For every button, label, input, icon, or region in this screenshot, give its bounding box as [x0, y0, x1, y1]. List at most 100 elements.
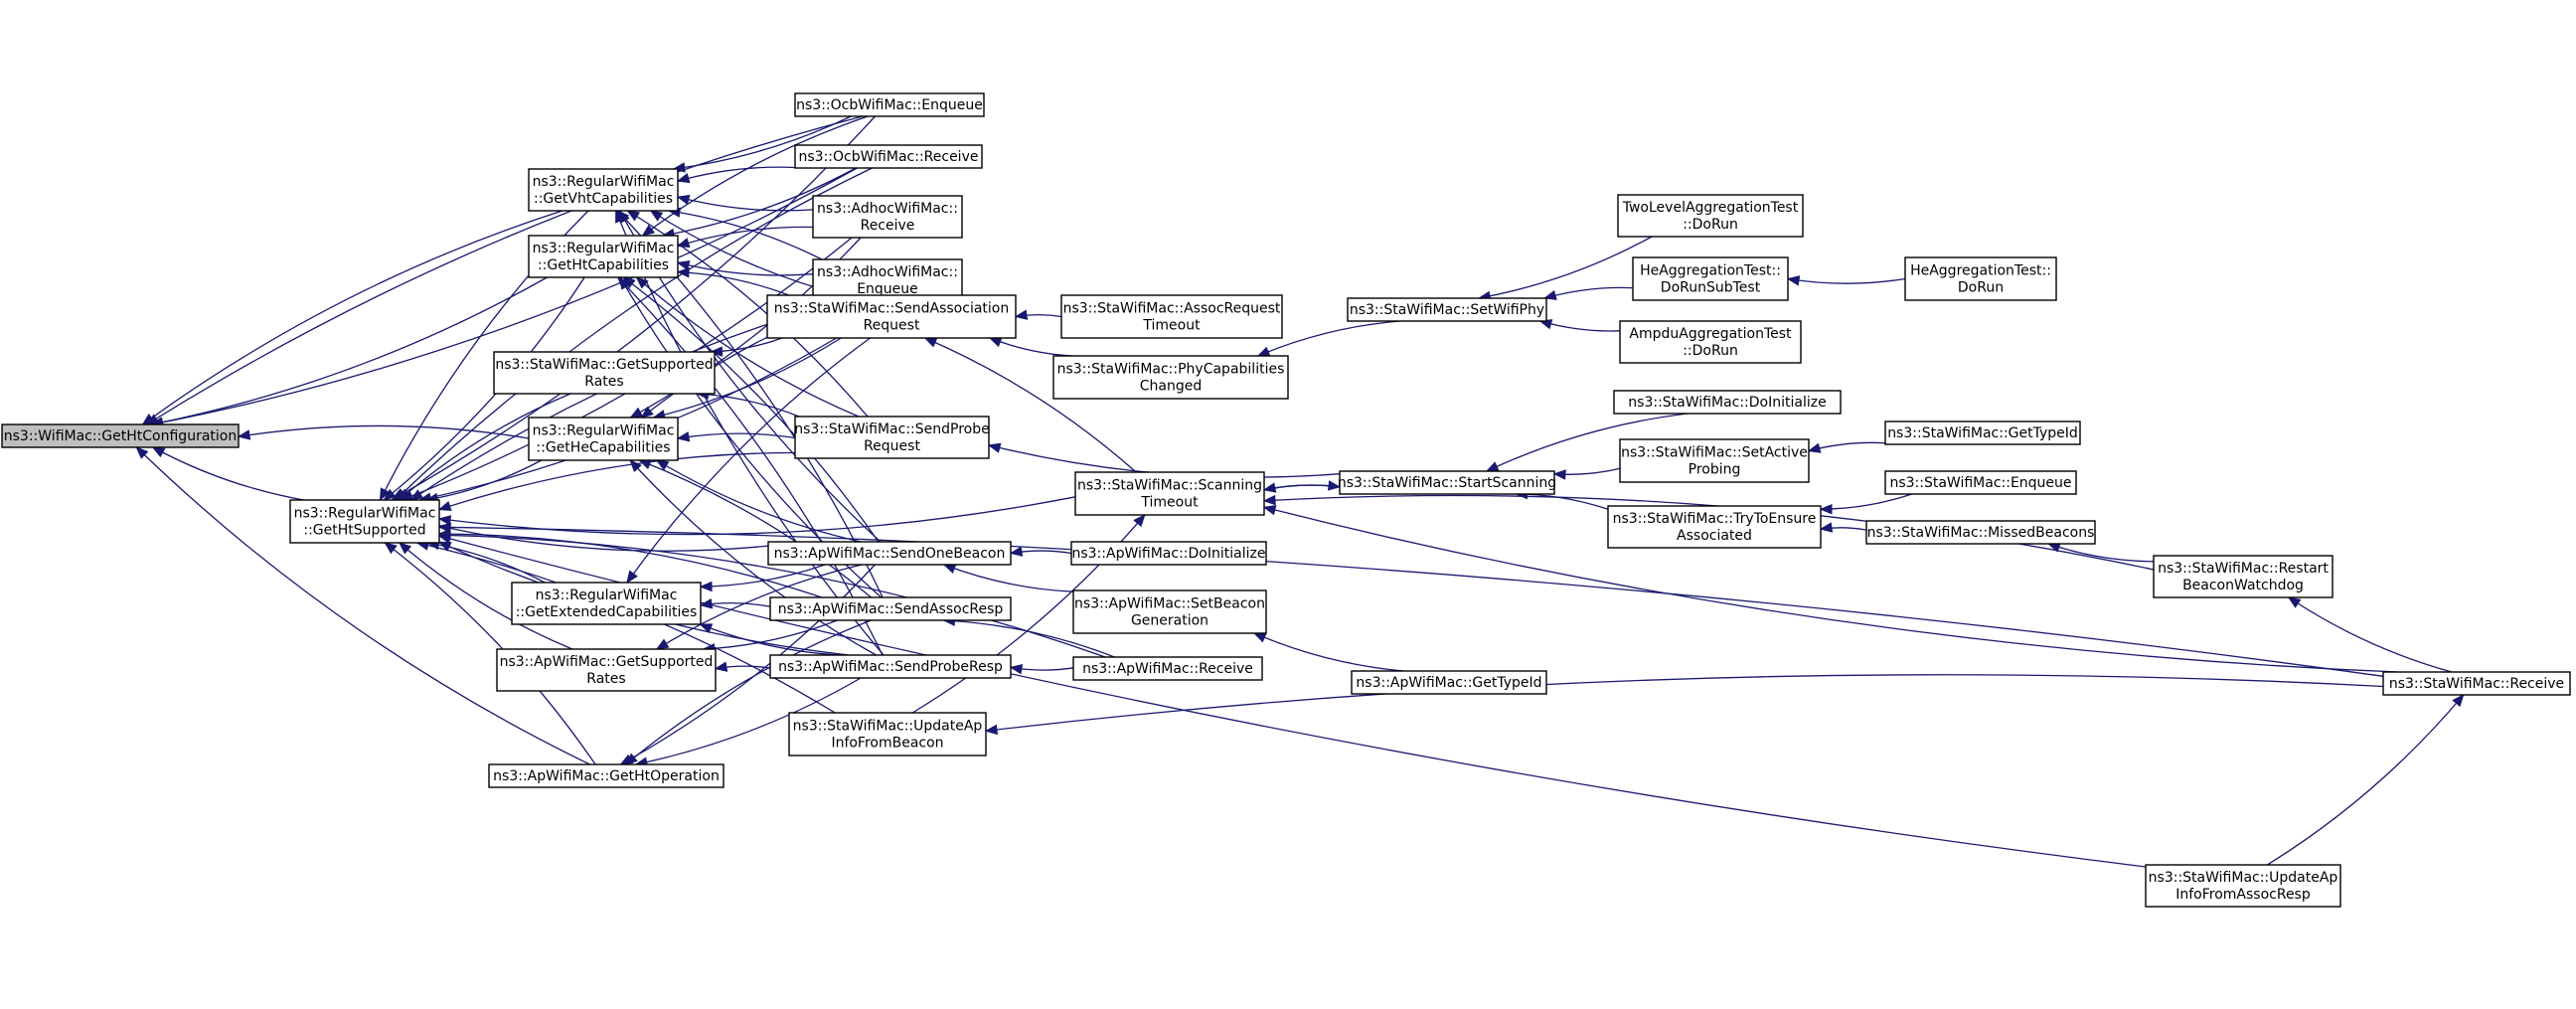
node-getVht[interactable]: ns3::RegularWifiMac::GetVhtCapabilities	[528, 168, 679, 212]
node-getExt[interactable]: ns3::RegularWifiMac::GetExtendedCapabili…	[511, 582, 702, 625]
edge-getHtSupported-to-root	[152, 446, 304, 501]
node-box	[1632, 256, 1789, 301]
node-getHe[interactable]: ns3::RegularWifiMac::GetHeCapabilities	[528, 417, 679, 461]
edge-arrow-sendProbe-to-getHe	[676, 431, 691, 442]
node-label: ns3::StaWifiMac::AssocRequest	[1063, 301, 1281, 317]
node-staReceive[interactable]: ns3::StaWifiMac::Receive	[2382, 671, 2571, 696]
node-label: ::GetHeCapabilities	[536, 440, 670, 456]
edge-arrow-adhocReceive-to-getHe	[629, 407, 644, 419]
edge-staEnqueue-to-tryEnsure	[1820, 493, 1912, 510]
edge-sendOneBeacon-to-getExt	[700, 564, 826, 588]
node-box	[1072, 656, 1263, 681]
node-staGetTypeId[interactable]: ns3::StaWifiMac::GetTypeId	[1884, 420, 2081, 445]
node-label: ns3::ApWifiMac::GetTypeId	[1356, 675, 1541, 691]
node-root[interactable]: ns3::WifiMac::GetHtConfiguration	[1, 423, 240, 448]
node-getHt[interactable]: ns3::RegularWifiMac::GetHtCapabilities	[528, 235, 679, 278]
node-adhocReceive[interactable]: ns3::AdhocWifiMac::Receive	[812, 195, 963, 239]
node-label: ns3::RegularWifiMac	[536, 588, 678, 603]
edge-arrow-adhocReceive-to-getHt	[676, 238, 691, 249]
node-box	[528, 235, 679, 278]
node-ampdu[interactable]: AmpduAggregationTest::DoRun	[1619, 320, 1802, 364]
edge-arrow-sendProbe-to-getVht	[626, 210, 641, 222]
edge-sendAssoc-to-getHe	[653, 337, 842, 419]
node-label: Request	[864, 318, 920, 334]
edge-updateApAssoc-to-staReceive	[2266, 694, 2465, 866]
node-heDoRun[interactable]: HeAggregationTest::DoRun	[1904, 256, 2057, 301]
edge-sendAssocResp-to-apGetHtOp	[625, 619, 872, 765]
node-updateApAssoc[interactable]: ns3::StaWifiMac::UpdateApInfoFromAssocRe…	[2145, 864, 2341, 908]
node-startScanning[interactable]: ns3::StaWifiMac::StartScanning	[1338, 470, 1556, 495]
edge-sendOneBeacon-to-apGetSupportedRates	[656, 564, 863, 650]
node-apReceive[interactable]: ns3::ApWifiMac::Receive	[1072, 656, 1263, 681]
edge-phyCapChanged-to-sendAssoc	[989, 337, 1073, 357]
edge-sendProbe-to-getHt	[636, 276, 860, 418]
edge-arrow-updateApAssoc-to-getHtSupported	[437, 533, 452, 545]
node-label: ns3::RegularWifiMac	[533, 423, 675, 439]
edge-arrow-staReceive-to-updateApBeacon	[984, 724, 999, 736]
node-sendProbeResp[interactable]: ns3::ApWifiMac::SendProbeResp	[769, 654, 1012, 679]
edge-arrow-sendAssoc-to-staGetSupportedRates	[710, 346, 724, 357]
edge-arrow-ocbEnqueue-to-getVht	[672, 162, 686, 173]
edge-arrow-setActiveProbing-to-startScanning	[1552, 469, 1566, 480]
node-apGetTypeId[interactable]: ns3::ApWifiMac::GetTypeId	[1351, 670, 1547, 695]
node-label: InfoFromAssocResp	[2175, 887, 2311, 903]
node-label: ns3::AdhocWifiMac::	[817, 264, 958, 280]
node-adhocEnqueue[interactable]: ns3::AdhocWifiMac::Enqueue	[812, 258, 963, 302]
edge-arrow-ocbReceive-to-getHtSupported	[394, 488, 407, 501]
edge-arrow-phyCapChanged-to-sendAssoc	[988, 337, 1003, 348]
edge-ocbReceive-to-getVht	[677, 166, 796, 182]
edge-adhocEnqueue-to-getVht	[668, 210, 823, 260]
node-label: Rates	[584, 374, 623, 390]
node-ocbEnqueue[interactable]: ns3::OcbWifiMac::Enqueue	[794, 92, 985, 117]
edge-arrow-getHt-to-getHtSupported	[383, 488, 397, 501]
node-missedBeacons[interactable]: ns3::StaWifiMac::MissedBeacons	[1865, 520, 2096, 545]
node-apDoInit[interactable]: ns3::ApWifiMac::DoInitialize	[1070, 541, 1267, 566]
edge-staReceive-to-updateApBeacon	[985, 674, 2384, 732]
node-sendAssocResp[interactable]: ns3::ApWifiMac::SendAssocResp	[769, 596, 1012, 621]
node-box	[1070, 541, 1267, 566]
node-box	[1351, 670, 1547, 695]
node-ocbReceive[interactable]: ns3::OcbWifiMac::Receive	[794, 144, 983, 169]
node-twoLevel[interactable]: TwoLevelAggregationTest::DoRun	[1617, 194, 1804, 238]
node-label: ns3::ApWifiMac::SendOneBeacon	[774, 546, 1006, 562]
node-box	[496, 648, 717, 692]
edge-arrow-scanTimeout-to-getHtSupported	[437, 515, 452, 526]
edge-arrow-ocbReceive-to-getVht	[676, 173, 691, 184]
edge-arrow-sendProbeResp-to-apGetSupportedRates	[714, 661, 728, 672]
node-label: HeAggregationTest::	[1640, 263, 1781, 279]
edge-arrow-sendProbeResp-to-getVht	[615, 209, 625, 224]
edge-arrow-staReceive-to-getHtSupported	[437, 522, 451, 533]
node-apGetHtOp[interactable]: ns3::ApWifiMac::GetHtOperation	[488, 763, 724, 788]
node-label: ::GetHtSupported	[303, 523, 425, 539]
node-setWifiPhy[interactable]: ns3::StaWifiMac::SetWifiPhy	[1347, 297, 1547, 322]
edge-apGetTypeId-to-setBeaconGen	[1253, 632, 1404, 672]
edge-arrow-ocbEnqueue-to-getHt	[641, 224, 656, 237]
edge-arrow-adhocEnqueue-to-getHtSupported	[409, 489, 424, 501]
node-staDoInit[interactable]: ns3::StaWifiMac::DoInitialize	[1613, 390, 1842, 415]
edge-getVht-to-root	[142, 210, 563, 425]
node-sendOneBeacon[interactable]: ns3::ApWifiMac::SendOneBeacon	[767, 541, 1012, 566]
node-label: ns3::ApWifiMac::Receive	[1082, 661, 1253, 677]
node-getHtSupported[interactable]: ns3::RegularWifiMac::GetHtSupported	[289, 499, 440, 544]
node-label: Generation	[1131, 613, 1208, 629]
edge-sendAssocResp-to-getHtSupported	[438, 533, 823, 598]
node-box	[1072, 589, 1267, 634]
edge-arrow-updateApBeacon-to-scanTimeout	[1133, 514, 1146, 528]
edge-setBeaconGen-to-sendOneBeacon	[943, 564, 1074, 592]
node-staEnqueue[interactable]: ns3::StaWifiMac::Enqueue	[1884, 470, 2077, 495]
edge-arrow-adhocReceive-to-getVht	[676, 194, 691, 206]
node-heDoRunSub[interactable]: HeAggregationTest::DoRunSubTest	[1632, 256, 1789, 301]
edge-staDoInit-to-startScanning	[1486, 413, 1689, 472]
